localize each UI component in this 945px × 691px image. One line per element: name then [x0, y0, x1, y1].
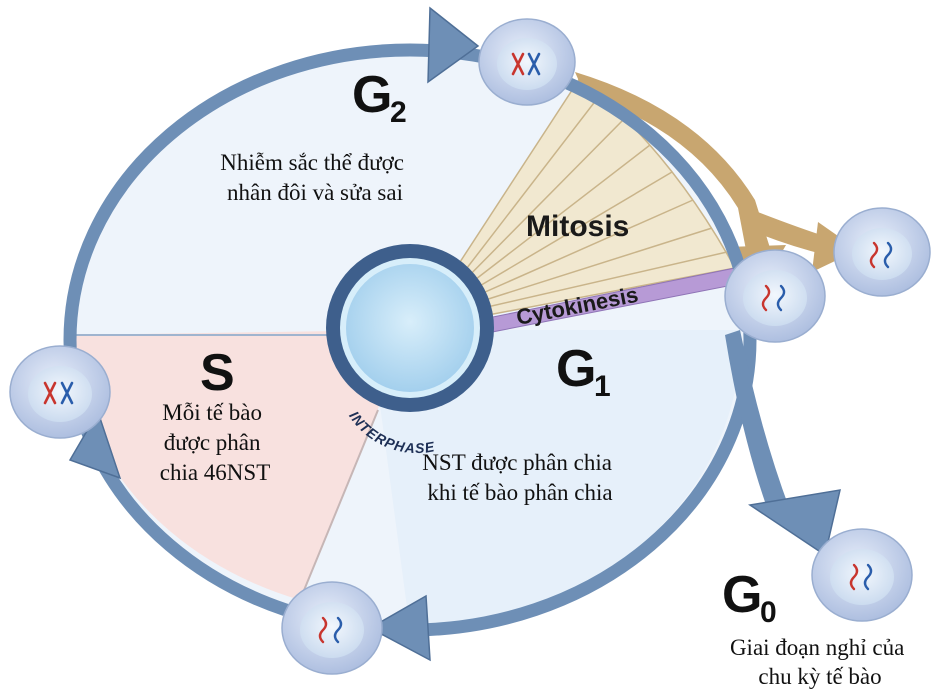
cell-daughter-right: [834, 208, 930, 296]
g0-phase-label: G 0: [722, 566, 777, 629]
g0-arrow: [725, 330, 840, 555]
cell-g2-top: [479, 19, 575, 105]
cell-s-left: [10, 346, 110, 438]
cell-bottom: [282, 582, 382, 674]
s-description: Mỗi tế bào được phân chia 46NST: [160, 400, 271, 485]
svg-text:2: 2: [390, 96, 407, 129]
svg-text:G: G: [556, 340, 596, 398]
svg-text:0: 0: [760, 596, 777, 629]
s-phase-label: S: [200, 344, 235, 402]
svg-text:1: 1: [594, 370, 611, 403]
mitosis-label: Mitosis: [526, 210, 629, 243]
g0-description: Giai đoạn nghỉ của chu kỳ tế bào: [730, 635, 910, 689]
cell-daughter-left: [725, 250, 825, 342]
svg-text:G: G: [352, 66, 392, 124]
cell-g0: [812, 529, 912, 621]
svg-text:G: G: [722, 566, 762, 624]
